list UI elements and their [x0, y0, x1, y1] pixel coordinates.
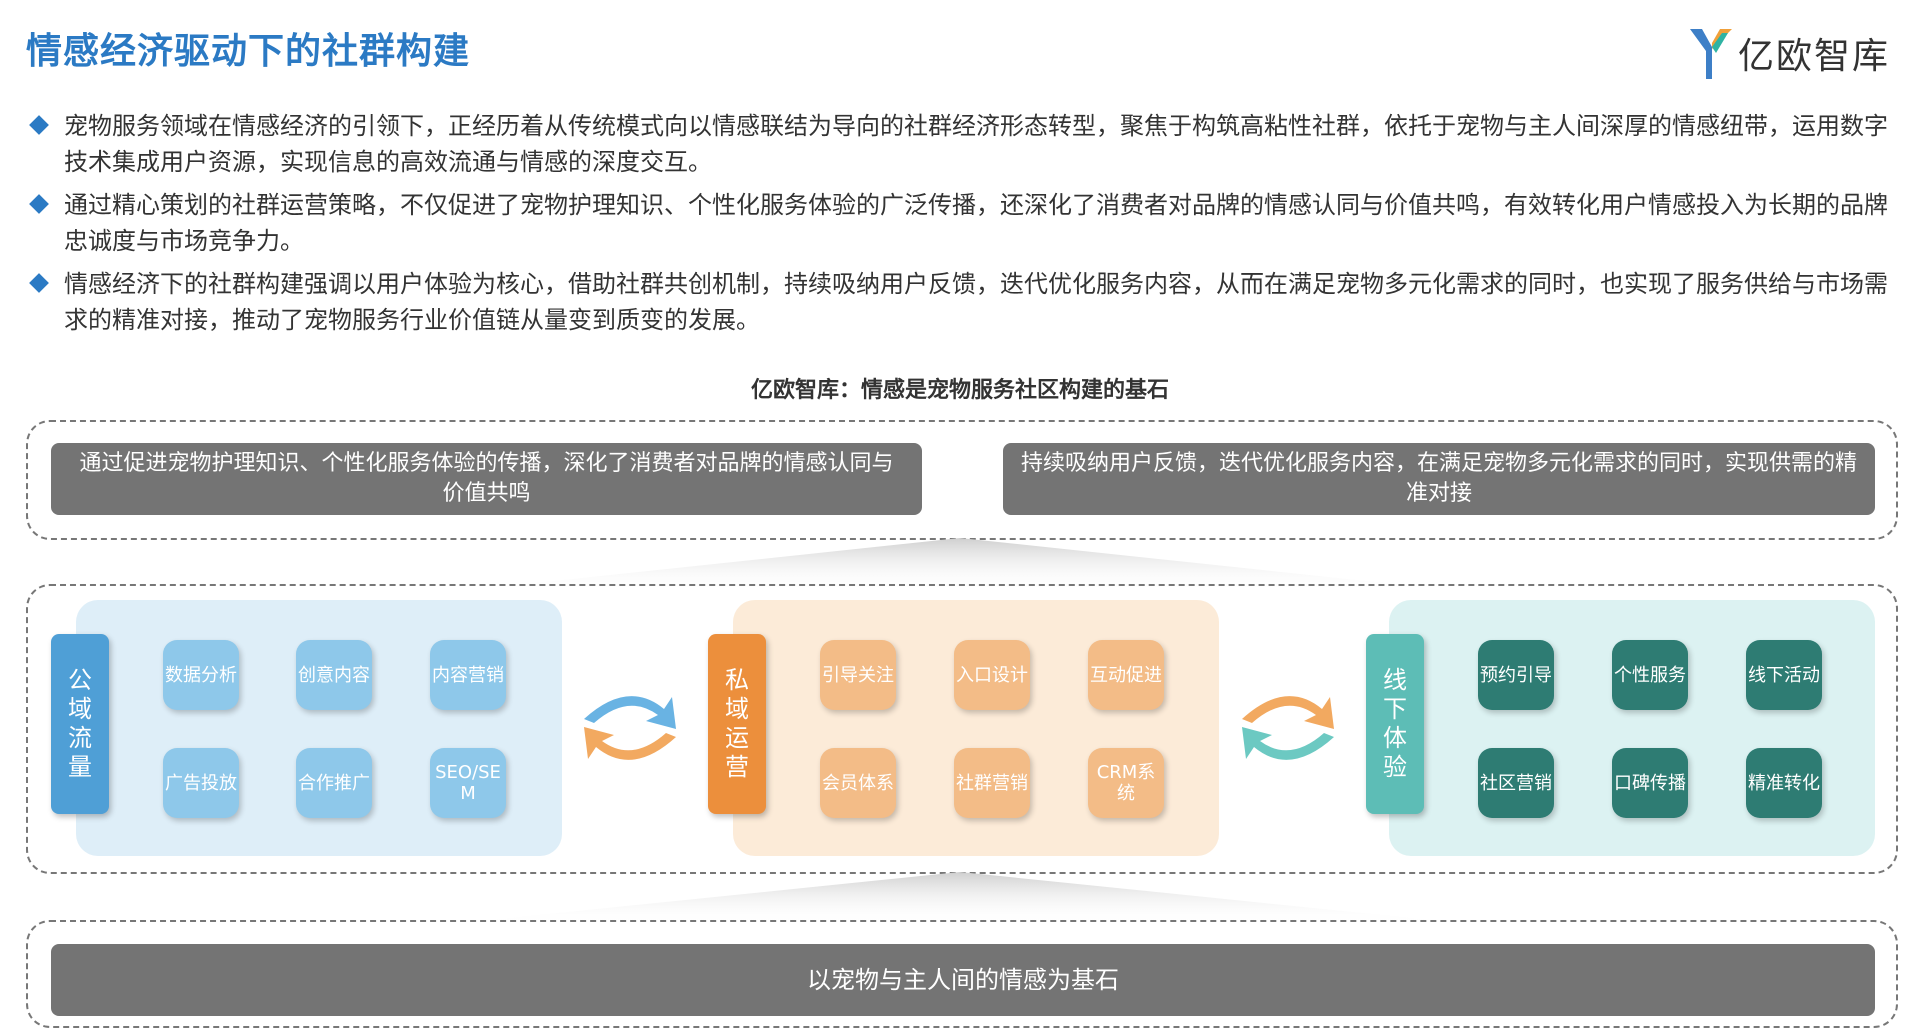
- tile-precise-conversion: 精准转化: [1746, 748, 1822, 818]
- tile-interaction-promotion: 互动促进: [1088, 640, 1164, 710]
- label-char: 验: [1383, 753, 1407, 781]
- upward-cone-shape: [450, 538, 1470, 592]
- tile-offline-activity: 线下活动: [1746, 640, 1822, 710]
- group-label-private-operation: 私 域 运 营: [708, 634, 766, 814]
- tile-advertising: 广告投放: [163, 748, 239, 818]
- tile-guide-follow: 引导关注: [820, 640, 896, 710]
- tile-creative-content: 创意内容: [296, 640, 372, 710]
- tile-content-marketing: 内容营销: [430, 640, 506, 710]
- tile-crm-system: CRM系统: [1088, 748, 1164, 818]
- top-left-bar: 通过促进宠物护理知识、个性化服务体验的传播，深化了消费者对品牌的情感认同与价值共…: [51, 443, 922, 515]
- tile-data-analysis: 数据分析: [163, 640, 239, 710]
- tile-community-marketing-offline: 社区营销: [1478, 748, 1554, 818]
- bullet-text: 宠物服务领域在情感经济的引领下，正经历着从传统模式向以情感联结为导向的社群经济形…: [64, 112, 1888, 176]
- label-char: 私: [725, 666, 749, 694]
- bullet-item: 宠物服务领域在情感经济的引领下，正经历着从传统模式向以情感联结为导向的社群经济形…: [28, 108, 1890, 180]
- foundation-bar: 以宠物与主人间的情感为基石: [51, 944, 1875, 1016]
- page-title: 情感经济驱动下的社群构建: [26, 31, 471, 72]
- label-char: 域: [725, 695, 749, 723]
- label-char: 域: [68, 695, 92, 723]
- diamond-bullet-icon: [29, 273, 49, 293]
- label-char: 下: [1383, 695, 1407, 723]
- label-char: 公: [68, 666, 92, 694]
- tile-seo-sem: SEO/SEM: [430, 748, 506, 818]
- tile-community-marketing: 社群营销: [954, 748, 1030, 818]
- label-char: 流: [68, 724, 92, 752]
- label-char: 运: [725, 724, 749, 752]
- bullet-text: 通过精心策划的社群运营策略，不仅促进了宠物护理知识、个性化服务体验的广泛传播，还…: [64, 191, 1888, 255]
- label-char: 线: [1383, 666, 1407, 694]
- diamond-bullet-icon: [29, 115, 49, 135]
- group-label-public-traffic: 公 域 流 量: [51, 634, 109, 814]
- diamond-bullet-icon: [29, 194, 49, 214]
- logo-text: 亿欧智库: [1738, 36, 1891, 77]
- tile-entry-design: 入口设计: [954, 640, 1030, 710]
- group-label-offline-experience: 线 下 体 验: [1366, 634, 1424, 814]
- tile-membership-system: 会员体系: [820, 748, 896, 818]
- bullet-item: 情感经济下的社群构建强调以用户体验为核心，借助社群共创机制，持续吸纳用户反馈，迭…: [28, 266, 1890, 338]
- tile-word-of-mouth: 口碑传播: [1612, 748, 1688, 818]
- cycle-arrows-icon: [584, 696, 676, 760]
- logo-mark-icon: [1690, 29, 1732, 79]
- tile-personalized-service: 个性服务: [1612, 640, 1688, 710]
- bullet-list: 宠物服务领域在情感经济的引领下，正经历着从传统模式向以情感联结为导向的社群经济形…: [28, 108, 1890, 345]
- logo: 亿欧智库: [1688, 22, 1890, 84]
- label-char: 量: [68, 753, 92, 781]
- bullet-item: 通过精心策划的社群运营策略，不仅促进了宠物护理知识、个性化服务体验的广泛传播，还…: [28, 187, 1890, 259]
- label-char: 体: [1383, 724, 1407, 752]
- top-right-bar: 持续吸纳用户反馈，迭代优化服务内容，在满足宠物多元化需求的同时，实现供需的精准对…: [1003, 443, 1875, 515]
- bullet-text: 情感经济下的社群构建强调以用户体验为核心，借助社群共创机制，持续吸纳用户反馈，迭…: [64, 270, 1888, 334]
- upward-cone-shape: [450, 872, 1470, 924]
- cycle-arrows-icon: [1242, 696, 1334, 760]
- tile-appointment-guide: 预约引导: [1478, 640, 1554, 710]
- diagram-title: 亿欧智库：情感是宠物服务社区构建的基石: [750, 378, 1169, 403]
- tile-cooperative-promotion: 合作推广: [296, 748, 372, 818]
- bottom-dashed-frame: [26, 920, 1898, 1028]
- label-char: 营: [725, 753, 749, 781]
